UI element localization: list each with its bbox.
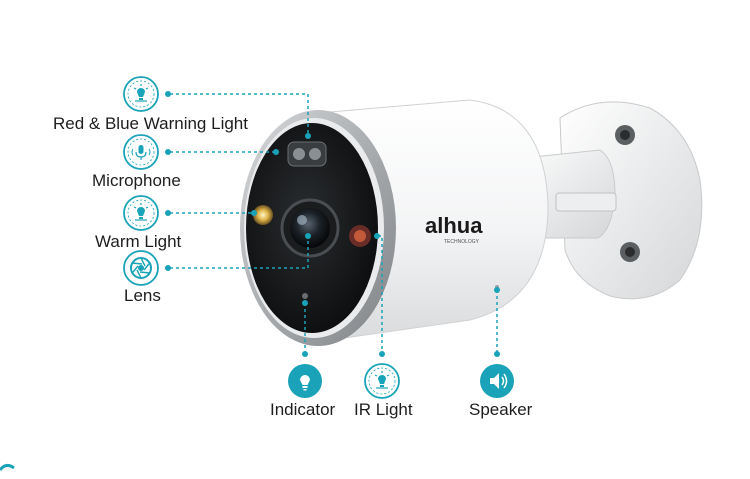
warm-light-label: Warm Light [95,232,182,251]
indicator-bulb-icon [288,364,322,398]
ir-light-label: IR Light [354,400,413,419]
callout-line-lens [170,236,309,269]
warning-light-label: Red & Blue Warning Light [53,114,248,133]
aperture-icon [123,250,159,286]
lens-label: Lens [124,286,161,305]
brand-logo: alhua TECHNOLOGY [425,213,483,245]
camera-body [240,99,549,346]
indicator-label: Indicator [270,400,336,419]
warning-light-bulb-icon [123,76,159,112]
corner-mark [0,463,15,471]
brand-logo-text: alhua [425,213,483,238]
speaker-label: Speaker [469,400,533,419]
callout-line-warning-light [170,93,309,136]
warm-light-bulb-icon [123,195,159,231]
callout-dots [165,91,500,357]
speaker-icon [480,364,514,398]
microphone-label: Microphone [92,171,181,190]
microphone-icon [123,134,159,170]
ir-light-bulb-icon [364,363,400,399]
brand-logo-subtext: TECHNOLOGY [444,239,480,245]
